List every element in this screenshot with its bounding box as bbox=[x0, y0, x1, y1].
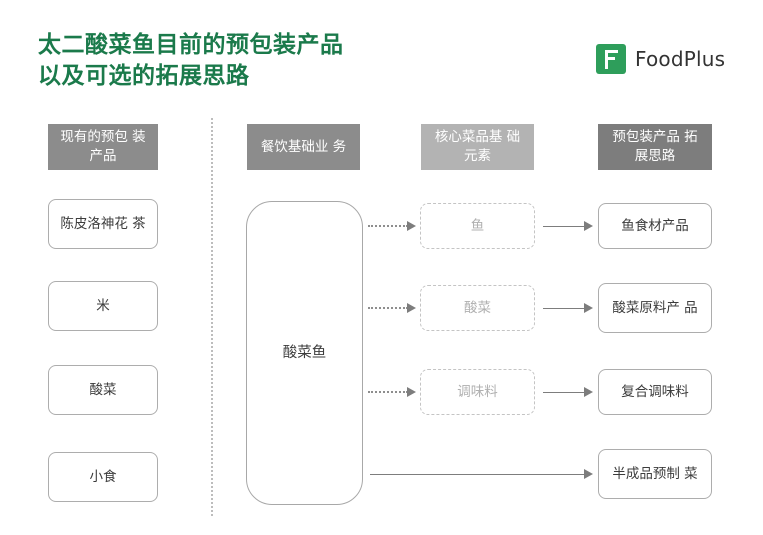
arrow-shaft bbox=[368, 391, 408, 393]
arrow-shaft bbox=[543, 307, 585, 309]
page-title-line-2: 以及可选的拓展思路 bbox=[38, 63, 250, 89]
arrow-head bbox=[584, 221, 593, 231]
arrow-shaft bbox=[370, 473, 585, 475]
column-header-core-dish-elements: 核心菜品基 础元素 bbox=[421, 124, 534, 170]
arrow-shaft bbox=[543, 225, 585, 227]
arrow-head bbox=[584, 387, 593, 397]
node-existing-chenpi-tea[interactable]: 陈皮洛神花 茶 bbox=[48, 199, 158, 249]
node-existing-snacks[interactable]: 小食 bbox=[48, 452, 158, 502]
foodplus-logo-mark-icon bbox=[596, 44, 626, 74]
arrow-base-to-semi-finished-dishes bbox=[370, 469, 593, 479]
arrow-head bbox=[584, 469, 593, 479]
column-header-prepackaged-expansion: 预包装产品 拓展思路 bbox=[598, 124, 712, 170]
arrow-shaft bbox=[368, 225, 408, 227]
vertical-dotted-divider bbox=[211, 118, 213, 516]
node-expansion-pickled-raw-material-products[interactable]: 酸菜原料产 品 bbox=[598, 283, 712, 333]
node-expansion-fish-ingredient-products[interactable]: 鱼食材产品 bbox=[598, 203, 712, 249]
node-core-element-pickled-vegetable[interactable]: 酸菜 bbox=[420, 285, 535, 331]
arrow-shaft bbox=[543, 391, 585, 393]
arrow-head bbox=[584, 303, 593, 313]
node-expansion-compound-seasoning[interactable]: 复合调味料 bbox=[598, 369, 712, 415]
arrow-head bbox=[407, 303, 416, 313]
node-existing-pickled-vegetable[interactable]: 酸菜 bbox=[48, 365, 158, 415]
node-existing-rice[interactable]: 米 bbox=[48, 281, 158, 331]
page-title: 太二酸菜鱼目前的预包装产品 以及可选的拓展思路 bbox=[38, 30, 458, 92]
foodplus-logo-text: FoodPlus bbox=[635, 47, 726, 71]
arrow-seasoning-to-compound-seasoning bbox=[543, 387, 593, 397]
column-header-restaurant-base-business: 餐饮基础业 务 bbox=[247, 124, 360, 170]
node-base-business-suancaiyu[interactable]: 酸菜鱼 bbox=[246, 201, 363, 505]
arrow-fish-to-fish-product bbox=[543, 221, 593, 231]
foodplus-logo: FoodPlus bbox=[596, 44, 725, 74]
node-core-element-seasoning[interactable]: 调味料 bbox=[420, 369, 535, 415]
column-header-existing-products: 现有的预包 装产品 bbox=[48, 124, 158, 170]
arrow-head bbox=[407, 221, 416, 231]
logo-f-middle-arm bbox=[605, 57, 615, 60]
arrow-base-to-fish bbox=[368, 221, 416, 231]
node-core-element-fish[interactable]: 鱼 bbox=[420, 203, 535, 249]
arrow-shaft bbox=[368, 307, 408, 309]
arrow-head bbox=[407, 387, 416, 397]
page-title-line-1: 太二酸菜鱼目前的预包装产品 bbox=[38, 32, 344, 58]
arrow-pickled-to-pickled-product bbox=[543, 303, 593, 313]
arrow-base-to-seasoning bbox=[368, 387, 416, 397]
arrow-base-to-pickled-vegetable bbox=[368, 303, 416, 313]
logo-f-top-arm bbox=[605, 50, 618, 53]
node-expansion-semi-finished-prepared-dishes[interactable]: 半成品预制 菜 bbox=[598, 449, 712, 499]
